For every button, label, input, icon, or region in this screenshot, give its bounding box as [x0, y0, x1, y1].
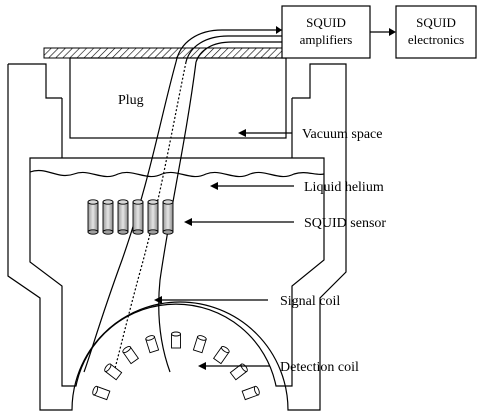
- squid-amplifiers-line2: amplifiers: [300, 32, 353, 47]
- squid-sensor-cylinder: [162, 199, 174, 235]
- signal-coil-label: Signal coil: [280, 294, 340, 309]
- squid-sensor-label: SQUID sensor: [304, 216, 386, 231]
- squid-amplifiers-box: [281, 5, 371, 59]
- plug-body: [69, 57, 287, 139]
- liquid-helium-arrowhead: [210, 182, 218, 190]
- signal-wire-solid-right: [158, 61, 197, 373]
- squid-sensor-cylinder: [87, 199, 99, 235]
- vacuum-space-arrowhead: [238, 129, 246, 137]
- squid-sensor-cylinder: [102, 199, 114, 235]
- cable-to-amplifiers-1: [175, 29, 282, 63]
- detection-coil: [104, 363, 123, 381]
- arrowhead-to-electronics: [389, 28, 396, 36]
- liquid-helium-surface: [29, 170, 325, 178]
- detection-coil: [212, 346, 230, 365]
- detection-coil: [145, 335, 160, 354]
- squid-sensor-cylinder: [147, 199, 159, 235]
- squid-sensor-array: [87, 199, 174, 235]
- detection-coil: [92, 385, 111, 401]
- detection-coil: [241, 385, 260, 401]
- squid-sensor-cylinder: [132, 199, 144, 235]
- signal-wire-solid: [83, 61, 177, 373]
- detection-coil: [122, 346, 140, 365]
- signal-coil-arrowhead: [154, 296, 162, 304]
- squid-electronics-line1: SQUID: [416, 15, 456, 30]
- plug-label: Plug: [118, 93, 144, 108]
- cable-to-amplifiers-3: [195, 41, 282, 63]
- squid-sensor-cylinder: [117, 199, 129, 235]
- arrowhead-to-amplifiers: [276, 26, 282, 34]
- squid-sensor-arrowhead: [184, 218, 192, 226]
- detection-coil: [192, 335, 207, 354]
- squid-electronics-box: [395, 5, 477, 59]
- dewar-outer-wall: [7, 63, 347, 411]
- dewar-outer-wall-top-left: [8, 63, 62, 99]
- signal-wire-dotted: [113, 61, 187, 373]
- squid-electronics-line2: electronics: [408, 32, 464, 47]
- detection-coil-label: Detection coil: [280, 360, 359, 375]
- detection-coil-arrowhead: [198, 362, 206, 370]
- squid-amplifiers-line1: SQUID: [306, 15, 346, 30]
- detection-coil-array: [92, 331, 260, 401]
- liquid-helium-label: Liquid helium: [304, 180, 384, 195]
- dewar-inner-wall: [29, 157, 325, 387]
- detection-coil: [171, 331, 181, 349]
- cable-to-amplifiers-2: [185, 35, 282, 63]
- vacuum-space-label: Vacuum space: [302, 127, 382, 142]
